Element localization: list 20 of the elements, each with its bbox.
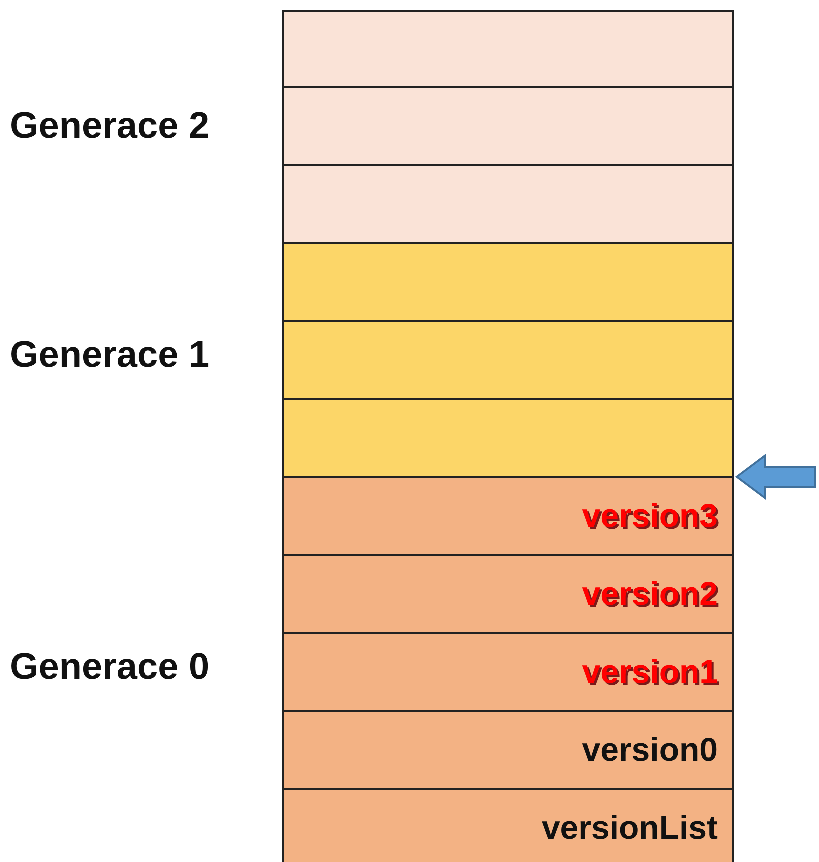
memory-row bbox=[282, 788, 734, 862]
memory-row bbox=[282, 10, 734, 88]
version-label: versionList bbox=[542, 808, 718, 848]
memory-row bbox=[282, 242, 734, 322]
generation-label: Generace 2 bbox=[10, 107, 210, 144]
memory-row bbox=[282, 710, 734, 790]
version-label: version3 bbox=[582, 496, 718, 536]
generation-label: Generace 0 bbox=[10, 648, 210, 685]
version-label: version2 bbox=[582, 574, 718, 614]
version-label: version0 bbox=[582, 730, 718, 770]
memory-row bbox=[282, 554, 734, 634]
arrow bbox=[735, 454, 816, 500]
memory-row bbox=[282, 476, 734, 556]
memory-row bbox=[282, 632, 734, 712]
memory-row bbox=[282, 86, 734, 166]
generation-label: Generace 1 bbox=[10, 336, 210, 373]
memory-row bbox=[282, 320, 734, 400]
memory-row bbox=[282, 164, 734, 244]
memory-row bbox=[282, 398, 734, 478]
version-label: version1 bbox=[582, 652, 718, 692]
